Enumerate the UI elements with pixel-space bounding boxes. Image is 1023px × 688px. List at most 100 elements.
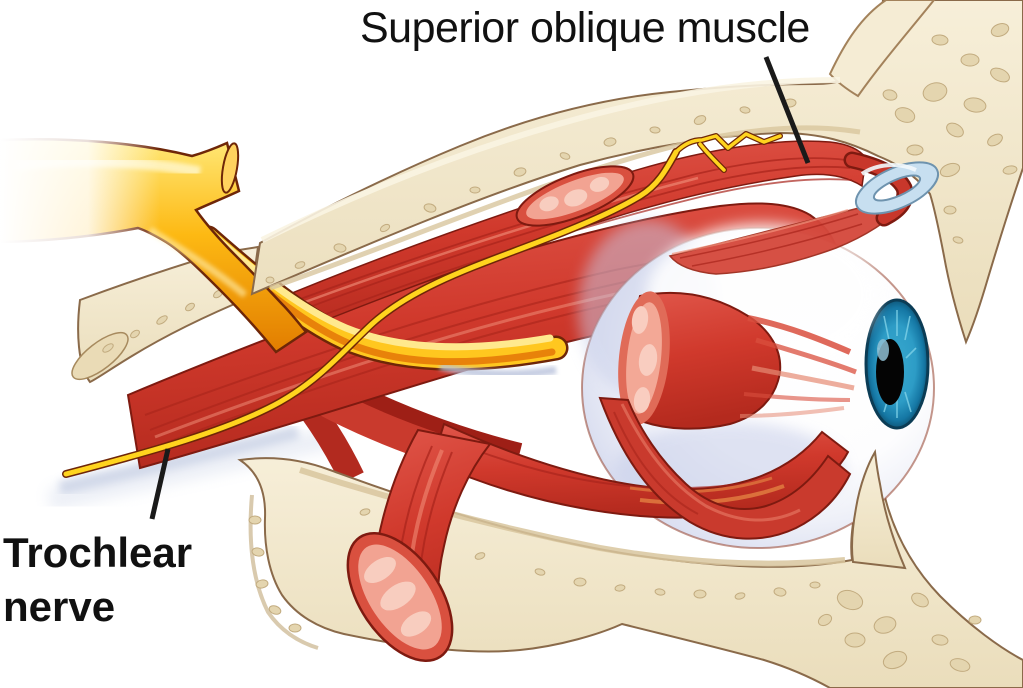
nerve-body [63, 149, 679, 477]
medial-rectus-stub [618, 291, 857, 430]
bone-speckle [882, 89, 898, 101]
inferior-oblique-muscle [598, 396, 852, 540]
bone-speckle [614, 584, 626, 592]
bone-speckle [773, 587, 787, 597]
trochlea-highlight [860, 163, 917, 176]
muscle-highlight [620, 403, 801, 522]
bone-speckle [946, 122, 964, 138]
muscle-fiber [739, 406, 845, 418]
bone-speckle [156, 315, 168, 325]
muscle-striation [283, 178, 853, 331]
bone-speckle [185, 302, 195, 312]
bone-speckle [268, 605, 282, 615]
label-trochlear-nerve: Trochlear nerve [3, 529, 193, 630]
edge-fade [0, 95, 160, 270]
cut-marbling [589, 177, 610, 192]
bone-speckle [474, 552, 486, 560]
muscle-striation-orange [629, 476, 773, 494]
bone-speckle [990, 67, 1010, 83]
bone-speckle [248, 515, 262, 525]
bone-speckle [265, 276, 275, 284]
bone-speckle [559, 152, 571, 160]
bone-speckle [990, 23, 1010, 37]
bone-surface-shading [248, 494, 319, 650]
bone-speckle [952, 236, 964, 244]
bone-speckle [960, 53, 980, 67]
muscle-body [598, 396, 852, 540]
bone-speckle [968, 615, 982, 625]
bone-speckle [1002, 165, 1018, 175]
superior-oblique-tendon [668, 151, 939, 275]
bone-speckles [882, 23, 1018, 244]
nerve-shadow-soft [47, 425, 343, 511]
bone-speckles [248, 508, 982, 672]
bone-speckle [987, 133, 1003, 147]
nerve-sheath-shadow [439, 362, 557, 379]
bone-speckle [922, 82, 948, 102]
iris-streak [904, 315, 911, 341]
cut-marbling [539, 196, 559, 212]
iris-streak [904, 391, 912, 413]
muscle-fiber [743, 392, 851, 402]
bone-speckle [882, 650, 908, 670]
bone-speckle [603, 137, 617, 147]
trochlea-pulley [855, 161, 939, 215]
bone-speckle [379, 223, 391, 233]
bone-speckle [739, 106, 751, 114]
bone-speckle [906, 144, 924, 156]
muscle-striation [469, 447, 741, 490]
muscle-fiber [751, 365, 855, 391]
bone-speckle [836, 589, 864, 611]
bone-speckle [949, 658, 971, 672]
bone-speckle [654, 588, 666, 596]
bone-speckle [333, 243, 347, 253]
bone-speckles [102, 289, 223, 353]
bone-speckle [359, 508, 371, 516]
muscle-striation [613, 411, 699, 515]
iris-streak [883, 315, 890, 341]
bone-speckle [251, 547, 265, 557]
muscle-striation [275, 157, 847, 309]
bone-riser [851, 448, 907, 570]
cut-marbling [380, 581, 416, 611]
bone-speckle [513, 167, 527, 177]
bone-speckle [469, 186, 481, 194]
sheath-shadows [47, 425, 343, 511]
bone-cut-face [71, 331, 129, 381]
levator-cut-stub [515, 165, 635, 227]
bone-speckle [894, 107, 916, 123]
bone-speckle [734, 592, 746, 600]
cut-marbling [631, 306, 649, 334]
bone-speckle [817, 613, 833, 627]
bone-speckle [693, 115, 707, 125]
bone-speckle [939, 162, 961, 178]
bone-speckle [255, 579, 269, 589]
cut-marbling [564, 189, 588, 207]
cut-muscle-stub [346, 428, 492, 662]
bone-speckle [963, 97, 987, 113]
leader-lines [149, 56, 811, 520]
pupil-highlight [877, 339, 889, 361]
cut-marbling [633, 387, 651, 413]
nerve-branch [698, 142, 726, 172]
inferior-rectus-muscle [430, 422, 850, 519]
muscle-striation-orange [639, 484, 785, 505]
bone-speckle [649, 126, 661, 134]
bone-speckle [288, 623, 302, 633]
bone-speckle [931, 34, 949, 46]
cut-marbling [638, 344, 658, 376]
muscle-fiber [755, 337, 857, 375]
cut-marbling [364, 556, 396, 584]
bone-speckle [573, 577, 587, 587]
muscle-striation [691, 223, 863, 267]
cut-marbling [400, 611, 432, 637]
bone-speckle [534, 568, 546, 576]
bone-speckle [693, 589, 707, 599]
bone-speckle [809, 581, 821, 589]
bone-speckles [265, 98, 797, 284]
muscle-striation [679, 213, 859, 259]
bone-speckle [943, 205, 957, 215]
muscle-highlight [671, 209, 849, 255]
muscle-body [430, 422, 850, 519]
leader-line-superior-oblique [763, 56, 811, 164]
